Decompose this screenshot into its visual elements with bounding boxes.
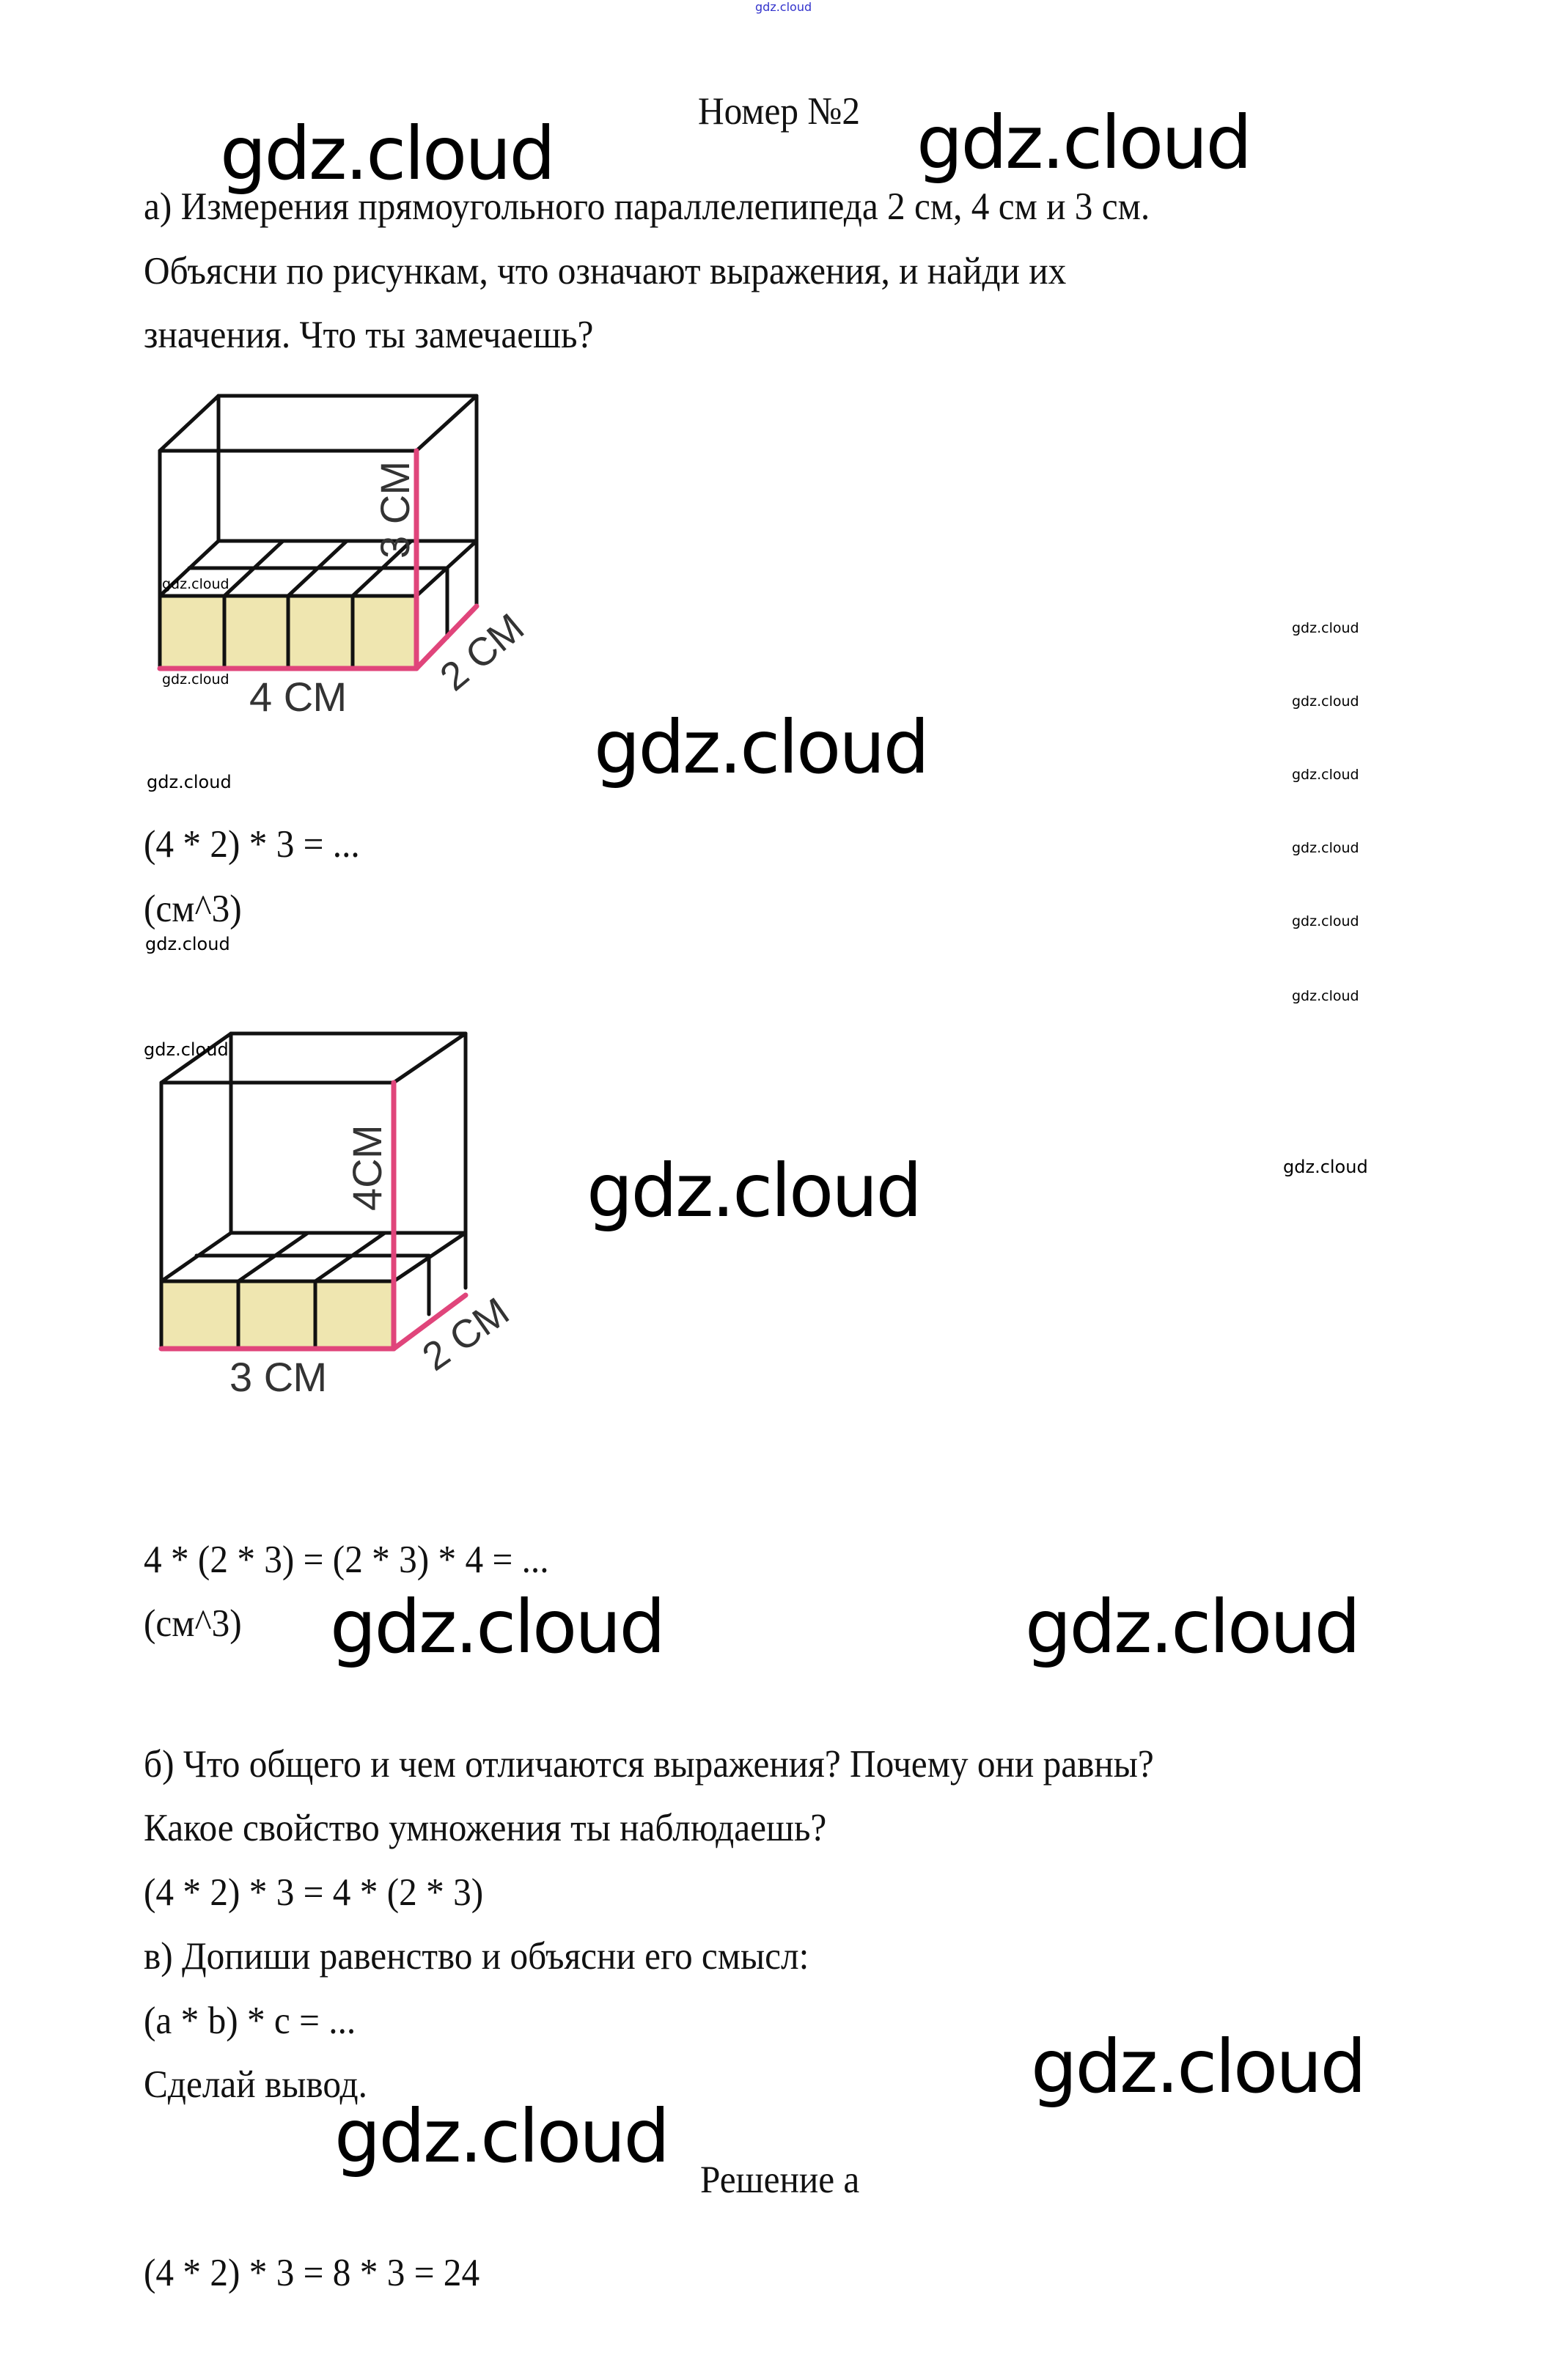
watermark-small: gdz.cloud — [162, 576, 229, 592]
task-a-line: значения. Что ты замечаешь? — [144, 314, 594, 356]
watermark: gdz.cloud — [1025, 1584, 1361, 1670]
watermark: gdz.cloud — [916, 100, 1252, 185]
watermark-small: gdz.cloud — [162, 671, 229, 688]
expression-2: 4 * (2 * 3) = (2 * 3) * 4 = ... — [144, 1539, 549, 1581]
watermark-small: gdz.cloud — [144, 1039, 229, 1060]
height-label: 3 СМ — [372, 461, 418, 559]
watermark: gdz.cloud — [594, 704, 930, 790]
cube-layer-fill — [161, 1281, 394, 1349]
highlighted-dimensions — [158, 1080, 468, 1352]
expression-1: (4 * 2) * 3 = ... — [144, 823, 360, 866]
task-b-line: Какое свойство умножения ты наблюдаешь? — [144, 1807, 827, 1849]
height-label: 4СМ — [344, 1124, 390, 1211]
watermark-small: gdz.cloud — [147, 772, 232, 792]
task-c-line: Сделай вывод. — [144, 2063, 367, 2106]
watermark: gdz.cloud — [334, 2093, 670, 2179]
watermark-small: gdz.cloud — [1292, 693, 1359, 710]
figure-box-4x2x3: 3 СМ 4 СМ 2 СМ — [157, 394, 532, 720]
unit-2: (см^3) — [144, 1602, 242, 1645]
box-edges — [158, 394, 479, 671]
highlighted-dimensions — [157, 448, 479, 671]
watermark-small: gdz.cloud — [1292, 840, 1359, 856]
watermark-small: gdz.cloud — [1283, 1157, 1368, 1177]
solution-title: Решение а — [700, 2159, 860, 2201]
watermark-small: gdz.cloud — [145, 934, 230, 954]
watermark: gdz.cloud — [587, 1148, 922, 1234]
watermark-small: gdz.cloud — [1292, 913, 1359, 929]
task-c-line: в) Допиши равенство и объясни его смысл: — [144, 1935, 809, 1978]
box-edges — [159, 1031, 468, 1351]
watermark-small: gdz.cloud — [1292, 620, 1359, 636]
watermark-small: gdz.cloud — [1292, 767, 1359, 783]
task-b-line: (4 * 2) * 3 = 4 * (2 * 3) — [144, 1871, 484, 1914]
task-b-line: б) Что общего и чем отличаются выражения… — [144, 1743, 1154, 1786]
solution-line: (4 * 2) * 3 = 8 * 3 = 24 — [144, 2252, 480, 2294]
watermark: gdz.cloud — [220, 111, 556, 196]
page-title: Номер №2 — [698, 90, 861, 133]
task-a-line: а) Измерения прямоугольного параллелепип… — [144, 185, 1150, 228]
watermark-small: gdz.cloud — [1292, 988, 1359, 1004]
length-label: 4 СМ — [249, 674, 347, 720]
length-label: 3 СМ — [229, 1354, 327, 1400]
top-watermark: gdz.cloud — [755, 0, 812, 14]
figure-box-3x2x4: 4СМ 3 СМ 2 СМ — [158, 1031, 517, 1400]
task-a-line: Объясни по рисункам, что означают выраже… — [144, 250, 1067, 292]
watermark: gdz.cloud — [1031, 2024, 1367, 2110]
unit-1: (см^3) — [144, 888, 242, 930]
watermark: gdz.cloud — [330, 1584, 666, 1670]
task-c-line: (a * b) * c = ... — [144, 2000, 356, 2042]
